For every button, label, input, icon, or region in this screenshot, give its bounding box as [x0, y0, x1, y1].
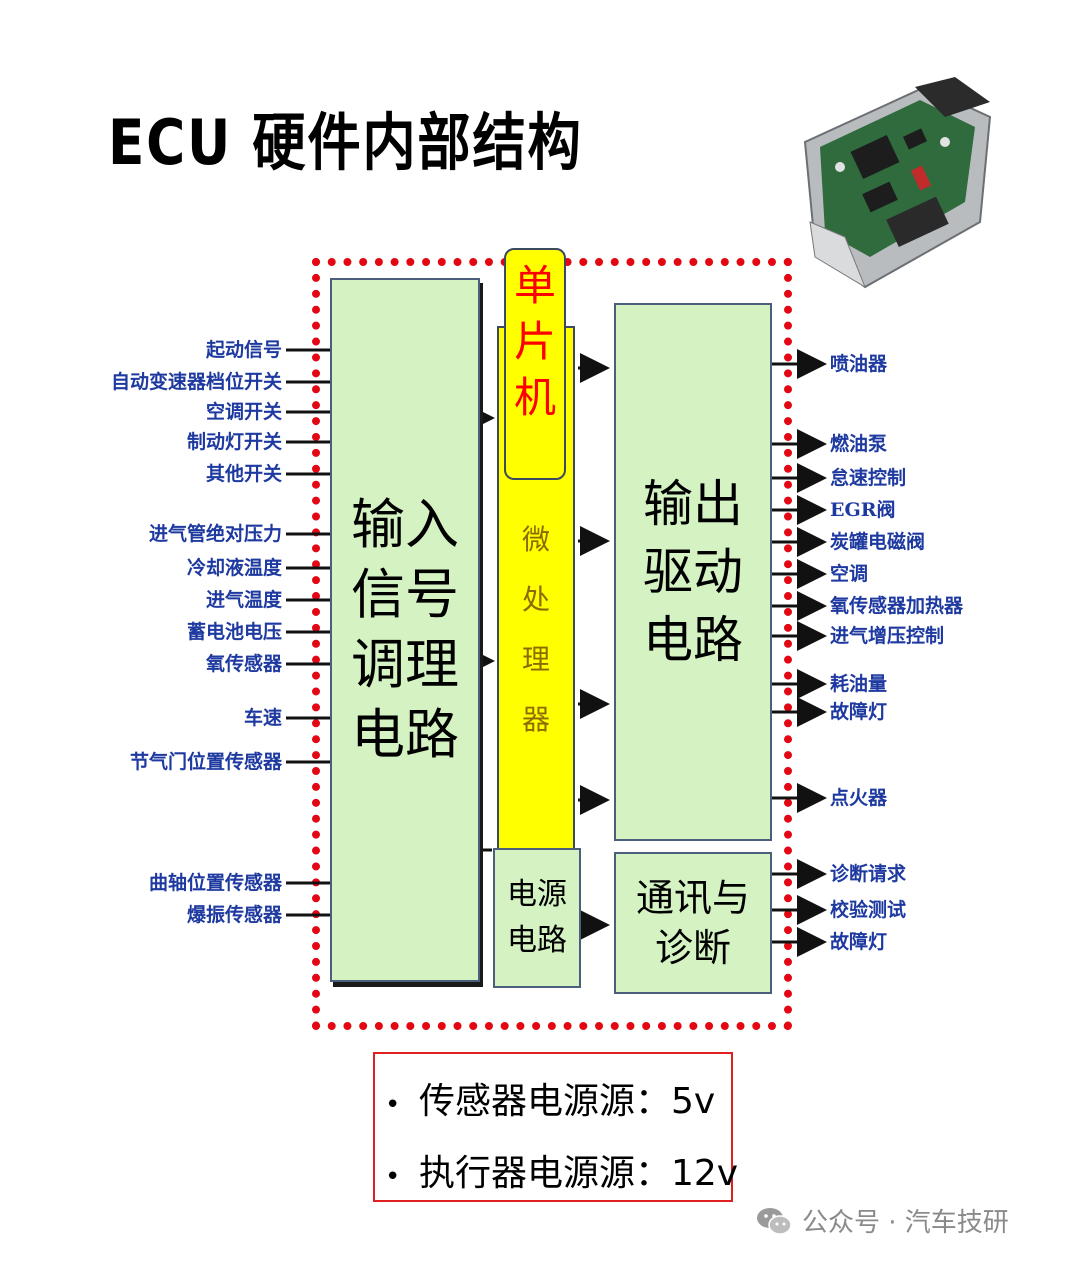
input-signal-label: 进气管绝对压力 [148, 523, 282, 545]
output-signal-label: 空调 [830, 563, 869, 585]
wechat-icon [757, 1207, 792, 1235]
watermark: 公众号 · 汽车技研 [756, 1202, 1009, 1239]
output-signal-label: EGR阀 [830, 499, 896, 521]
output-signal-label: 故障灯 [830, 701, 888, 723]
output-signal-label: 故障灯 [830, 931, 888, 953]
input-signal-label: 节气门位置传感器 [129, 751, 282, 773]
output-signal-label: 进气增压控制 [830, 625, 945, 647]
input-signal-label: 车速 [243, 707, 282, 729]
output-signal-label: 怠速控制 [830, 467, 907, 489]
output-signal-label: 诊断请求 [830, 863, 907, 885]
input-signal-label: 制动灯开关 [186, 431, 282, 453]
note-line: • 执行器电源源：12v [385, 1144, 738, 1196]
output-signal-label: 氧传感器加热器 [830, 595, 964, 617]
mcu-label: 单 片 机 [513, 261, 556, 422]
power-block-label: 电源 电路 [507, 877, 567, 958]
input-signal-label: 氧传感器 [205, 653, 282, 675]
input-signal-label: 冷却液温度 [186, 557, 282, 579]
note-text: 执行器电源源：12v [419, 1153, 739, 1194]
mcu-label-box [504, 248, 566, 480]
communication-diagnosis-block: 通讯与 诊断 [614, 852, 772, 994]
page-title: ECU 硬件内部结构 [108, 106, 583, 179]
input-signal-label: 曲轴位置传感器 [148, 872, 282, 894]
output-signal-label: 点火器 [830, 787, 888, 809]
output-signal-label: 燃油泵 [830, 433, 888, 455]
input-signal-label: 空调开关 [205, 401, 282, 423]
output-signal-label: 喷油器 [830, 353, 888, 375]
microprocessor-label: 微 处 理 器 [521, 523, 550, 736]
bullet-icon: • [385, 1090, 401, 1120]
input-signal-label: 蓄电池电压 [186, 621, 282, 643]
input-signal-label: 进气温度 [205, 589, 282, 611]
input-signal-label: 自动变速器档位开关 [110, 371, 282, 393]
input-signal-conditioning-block: 输入 信号 调理 电路 [330, 278, 480, 982]
output-driver-block: 输出 驱动 电路 [614, 303, 772, 841]
input-block-label: 输入 信号 调理 电路 [351, 493, 459, 766]
comm-block-label: 通讯与 诊断 [635, 876, 750, 970]
output-signal-label: 校验测试 [830, 899, 907, 921]
output-signal-label: 耗油量 [830, 673, 888, 695]
power-note-box [373, 1052, 733, 1202]
input-signal-label: 爆振传感器 [186, 904, 282, 926]
power-supply-block: 电源 电路 [493, 848, 581, 988]
circuit-board-photo [803, 77, 992, 289]
note-line: • 传感器电源源：5v [385, 1072, 715, 1124]
bullet-icon: • [385, 1162, 401, 1192]
output-block-label: 输出 驱动 电路 [643, 475, 743, 669]
input-signal-label: 其他开关 [205, 463, 282, 485]
watermark-text: 公众号 · 汽车技研 [802, 1208, 1009, 1238]
output-signal-label: 炭罐电磁阀 [830, 531, 926, 553]
input-signal-label: 起动信号 [205, 339, 282, 361]
note-text: 传感器电源源：5v [419, 1081, 716, 1122]
